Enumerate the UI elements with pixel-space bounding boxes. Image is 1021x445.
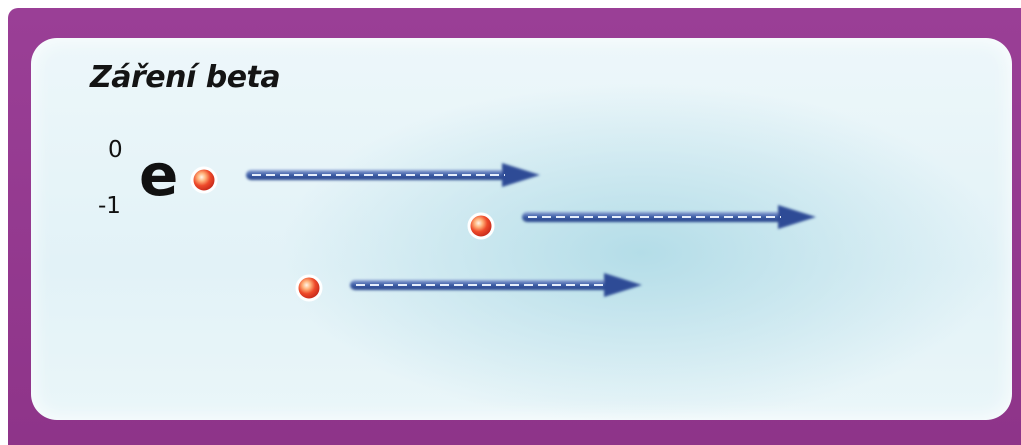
electron-icon [190,166,218,194]
content-panel [31,38,1012,420]
electron-icon [467,212,495,240]
arrow-icon [350,273,642,297]
mass-number: 0 [108,137,123,163]
electron-icon [295,274,323,302]
charge-number: -1 [98,193,121,219]
arrow-icon [246,163,540,187]
arrow-icon [522,205,816,229]
particle-symbol: e [139,141,179,209]
slide-title: Záření beta [90,60,281,95]
